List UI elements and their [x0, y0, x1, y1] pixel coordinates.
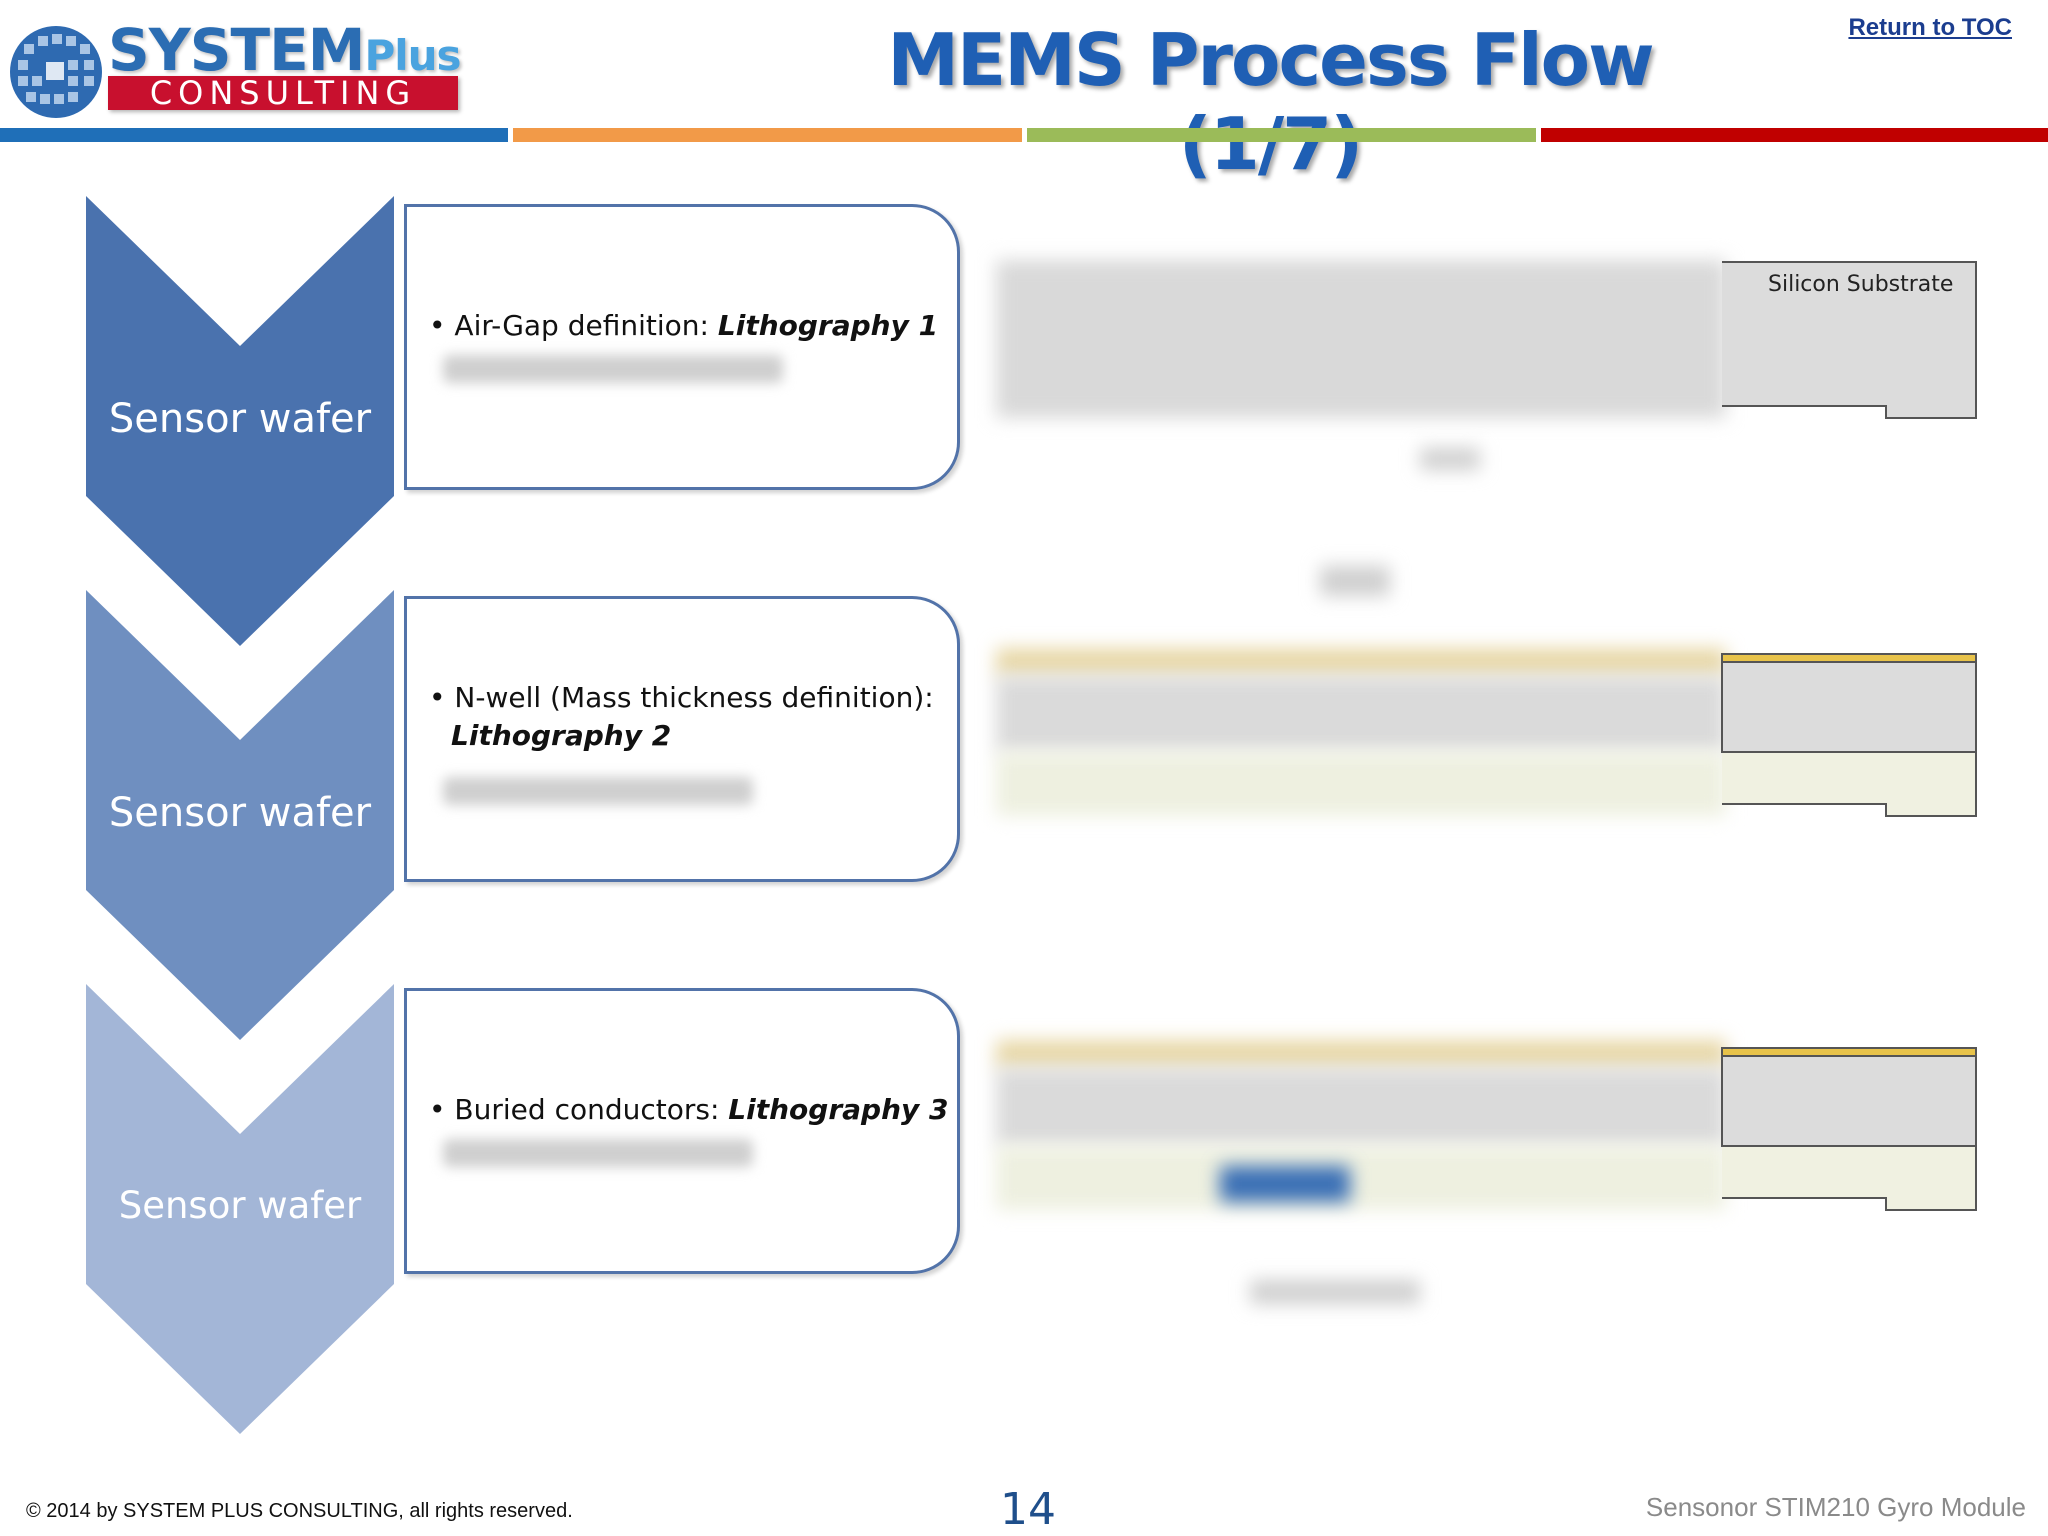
blurred-region [1320, 566, 1390, 596]
chevron-label-3: Sensor wafer [118, 1184, 362, 1227]
chevron-step-3 [86, 984, 394, 1434]
blurred-region [996, 260, 1726, 418]
page-number: 14 [1000, 1484, 1056, 1535]
n-well-sketch [1721, 653, 1977, 817]
header-stripe-green [1027, 128, 1536, 142]
step-box-3: • Buried conductors: Lithography 3 [404, 988, 960, 1274]
logo-wordmark: SYSTEMPlus [108, 16, 462, 84]
chevron-label-1: Sensor wafer [108, 396, 372, 442]
process-chevrons [86, 196, 394, 1434]
header-stripe-orange [513, 128, 1022, 142]
document-title: Sensonor STIM210 Gyro Module [1645, 1492, 2026, 1522]
redacted-text [443, 777, 753, 805]
blurred-region [996, 676, 1726, 752]
step-box-2: • N-well (Mass thickness definition):Lit… [404, 596, 960, 882]
step-box-1: • Air-Gap definition: Lithography 1 [404, 204, 960, 490]
chevron-label-2: Sensor wafer [108, 790, 372, 836]
copyright-notice: © 2014 by SYSTEM PLUS CONSULTING, all ri… [26, 1500, 573, 1522]
step-1-text: • Air-Gap definition: Lithography 1 [429, 309, 939, 342]
step-2-text: • N-well (Mass thickness definition):Lit… [429, 681, 934, 752]
header-stripe-blue [0, 128, 508, 142]
redacted-text [443, 355, 783, 383]
blurred-region [996, 648, 1726, 676]
substrate-label: Silicon Substrate [1768, 272, 1954, 297]
buried-conductor-sketch [1721, 1047, 1977, 1211]
blurred-region [1420, 448, 1480, 470]
logo-globe-icon [10, 26, 102, 118]
blurred-region [1220, 1166, 1350, 1202]
header-stripe-red [1541, 128, 2048, 142]
chevron-step-1 [86, 196, 394, 646]
return-to-toc-link[interactable]: Return to TOC [1848, 14, 2012, 41]
page-title: MEMS Process Flow (1/7) [887, 18, 1654, 186]
blurred-region [996, 1040, 1726, 1068]
logo-subtitle-bar: CONSULTING [108, 76, 458, 110]
blurred-region [996, 752, 1726, 816]
blurred-region [996, 1146, 1726, 1210]
step-3-text: • Buried conductors: Lithography 3 [429, 1093, 949, 1126]
chevron-step-2 [86, 590, 394, 1040]
substrate-sketch [1722, 261, 1977, 419]
blurred-region [996, 1068, 1726, 1146]
redacted-text [443, 1139, 753, 1167]
blurred-region [1250, 1280, 1420, 1304]
